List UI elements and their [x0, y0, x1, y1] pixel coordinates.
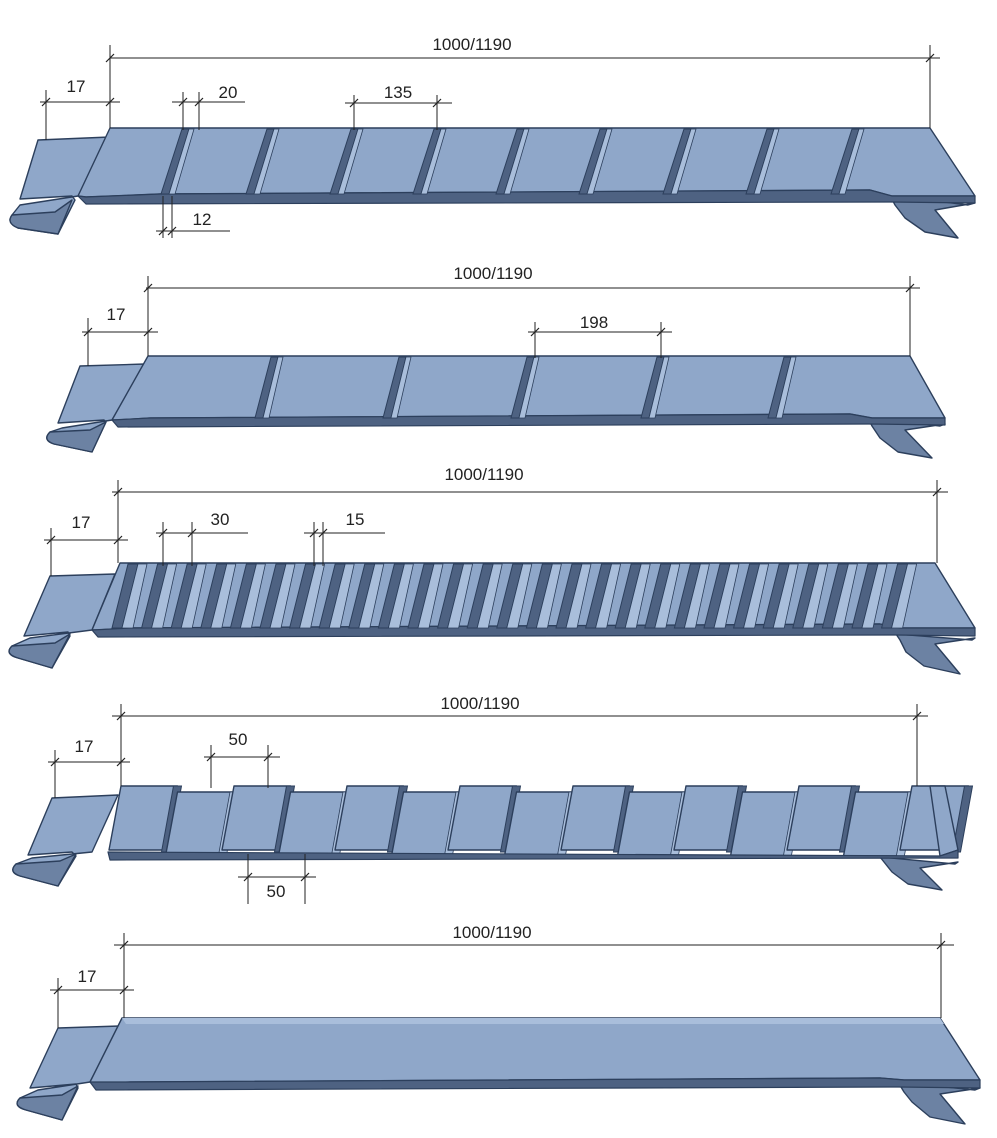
panel-bottom-edge	[89, 1077, 981, 1091]
rib-highlight	[861, 563, 888, 629]
rib-highlight	[624, 563, 651, 629]
groove-highlight	[253, 128, 280, 195]
rib-highlight	[831, 563, 858, 629]
profile-2: 1000/1190 17 198	[46, 264, 946, 459]
right-lock	[889, 194, 976, 239]
groove-highlight	[420, 128, 447, 195]
groove-spacing-label: 20	[219, 83, 238, 102]
left-lock-underside	[16, 1085, 79, 1121]
rib-top-label: 15	[346, 510, 365, 529]
profile-3: 1000/1190 17 30 15	[8, 465, 976, 675]
right-lock	[895, 633, 976, 675]
rib-highlight	[328, 563, 355, 629]
left-lock-underside	[9, 199, 73, 235]
total-width-label: 1000/1190	[453, 264, 532, 283]
main-panel	[89, 1017, 981, 1085]
groove-highlight	[670, 128, 697, 195]
panel-width-label: 198	[580, 313, 608, 332]
rib-highlight	[121, 563, 148, 629]
rib-highlight	[565, 563, 592, 629]
panel-width-label: 135	[384, 83, 412, 102]
rib-highlight	[417, 563, 444, 629]
groove-highlight	[838, 128, 865, 195]
profile-4: 1000/1190 17 50 50	[12, 694, 974, 904]
panel-bottom-edge	[107, 849, 959, 861]
rib-highlight	[210, 563, 237, 629]
lock-width-label: 17	[75, 737, 94, 756]
lock-width-label: 17	[107, 305, 126, 324]
groove-highlight	[503, 128, 530, 195]
ribs	[111, 563, 918, 629]
rib-highlight	[151, 563, 178, 629]
stepped-panels	[107, 785, 974, 861]
rib-highlight	[595, 563, 622, 629]
profile-3-body	[8, 562, 976, 675]
rib-highlight	[802, 563, 829, 629]
rib-highlight	[891, 563, 918, 629]
profile-1-body	[9, 127, 976, 239]
rib-highlight	[476, 563, 503, 629]
rib-highlight	[180, 563, 207, 629]
rib-highlight	[239, 563, 266, 629]
groove-highlight	[775, 356, 797, 419]
groove-highlight	[337, 128, 364, 195]
left-lock-underside	[8, 633, 71, 669]
groove-highlight	[390, 356, 412, 419]
profile-5: 1000/1190 17	[16, 923, 981, 1125]
left-lock-underside	[46, 421, 107, 453]
lock-width-label: 17	[78, 967, 97, 986]
rib-pitch-label: 30	[211, 510, 230, 529]
total-width-label: 1000/1190	[444, 465, 523, 484]
rib-highlight	[683, 563, 710, 629]
rib-highlight	[654, 563, 681, 629]
profile-2-body	[46, 355, 946, 459]
step-riser	[951, 785, 974, 853]
lock-width-label: 17	[72, 513, 91, 532]
lock-width-label: 17	[67, 77, 86, 96]
rib-highlight	[447, 563, 474, 629]
total-width-label: 1000/1190	[452, 923, 531, 942]
right-lock	[897, 1081, 981, 1125]
profile-1-dimensions: 1000/1190 17 20 135 12	[40, 35, 940, 238]
profile-2-dimensions: 1000/1190 17 198	[82, 264, 920, 366]
groove-highlight	[262, 356, 284, 419]
rib-highlight	[713, 563, 740, 629]
rib-highlight	[387, 563, 414, 629]
grooves	[160, 128, 865, 195]
rib-highlight	[535, 563, 562, 629]
top-step-label: 50	[229, 730, 248, 749]
bottom-step-label: 50	[267, 882, 286, 901]
rib-highlight	[506, 563, 533, 629]
profile-1: 1000/1190 17 20 135 12	[9, 35, 976, 239]
profile-3-dimensions: 1000/1190 17 30 15	[44, 465, 948, 576]
right-lock	[879, 856, 959, 891]
grooves	[254, 356, 797, 419]
total-width-label: 1000/1190	[440, 694, 519, 713]
profile-5-body	[16, 1017, 981, 1125]
rib-highlight	[269, 563, 296, 629]
profile-5-dimensions: 1000/1190 17	[50, 923, 954, 1028]
groove-highlight	[648, 356, 670, 419]
groove-highlight	[753, 128, 780, 195]
groove-bottom-label: 12	[193, 210, 212, 229]
rib-highlight	[772, 563, 799, 629]
groove-highlight	[586, 128, 613, 195]
panel-top-edge-highlight	[122, 1018, 944, 1024]
profile-4-body	[12, 785, 974, 891]
groove-highlight	[518, 356, 540, 419]
total-width-label: 1000/1190	[432, 35, 511, 54]
rib-highlight	[743, 563, 770, 629]
rib-highlight	[358, 563, 385, 629]
groove-highlight	[168, 128, 195, 195]
left-lock-underside	[12, 853, 77, 887]
profile-4-dimensions: 1000/1190 17 50 50	[48, 694, 928, 904]
rib-highlight	[299, 563, 326, 629]
